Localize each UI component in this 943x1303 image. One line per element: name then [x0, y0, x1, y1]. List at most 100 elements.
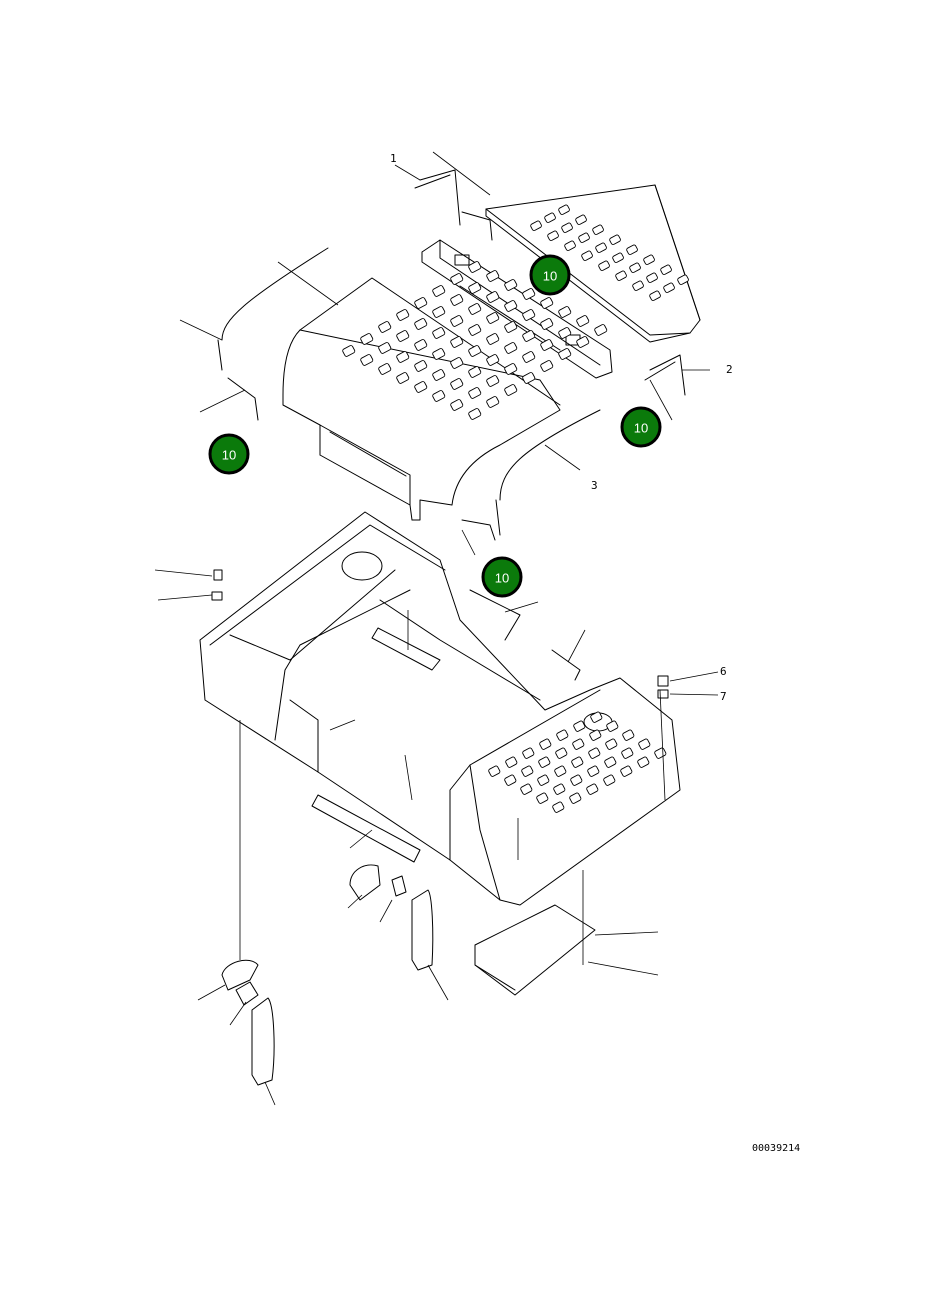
grille-hole [558, 348, 572, 360]
grille-hole [504, 321, 518, 333]
grille-hole [589, 729, 602, 741]
grille-hole [486, 396, 500, 408]
grille-hole [663, 282, 675, 293]
grille-hole [555, 747, 568, 759]
grille-hole [638, 738, 651, 750]
grille-hole [522, 330, 536, 342]
grille-hole [414, 360, 428, 372]
grille-hole [378, 342, 392, 354]
grille-hole [573, 720, 586, 732]
grille-hole [414, 339, 428, 351]
lower-housing-body [199, 511, 681, 906]
grille-hole [603, 774, 616, 786]
grille-hole [620, 765, 633, 777]
grille-hole [629, 262, 641, 273]
grille-hole [632, 280, 644, 291]
callout-1[interactable]: 10 [529, 254, 571, 296]
grille-hole [594, 324, 608, 336]
ref-number-3: 3 [591, 479, 598, 492]
grille-hole [598, 260, 610, 271]
leader-lines [154, 151, 719, 1106]
top-right-cover-panel [485, 184, 701, 343]
grille-hole [432, 390, 446, 402]
grille-hole [486, 291, 500, 303]
callout-2[interactable]: 10 [620, 406, 662, 448]
grille-hole [558, 327, 572, 339]
grille-hole [396, 351, 410, 363]
grille-hole [576, 315, 590, 327]
grille-hole [396, 372, 410, 384]
grille-hole [604, 756, 617, 768]
grille-hole [552, 801, 565, 813]
grille-hole [569, 792, 582, 804]
grille-hole [486, 375, 500, 387]
grille-hole [539, 738, 552, 750]
grille-hole [586, 783, 599, 795]
grille-hole [414, 318, 428, 330]
grille-hole [505, 756, 518, 768]
ref-number-6: 6 [720, 665, 727, 678]
grille-hole [432, 369, 446, 381]
grille-hole [521, 765, 534, 777]
grille-hole [588, 747, 601, 759]
grille-hole [615, 270, 627, 281]
grille-hole [564, 240, 576, 251]
grille-hole [540, 318, 554, 330]
grille-hole [626, 244, 638, 255]
top-right-bracket-rail [421, 239, 613, 379]
grille-hole [536, 792, 549, 804]
grille-hole [553, 783, 566, 795]
grille-hole [450, 378, 464, 390]
grille-hole [432, 306, 446, 318]
grille-hole [450, 273, 464, 285]
callout-3[interactable]: 10 [208, 433, 250, 475]
grille-hole [396, 309, 410, 321]
grille-hole [592, 224, 604, 235]
grille-hole [378, 321, 392, 333]
grille-hole [432, 285, 446, 297]
grille-hole [558, 306, 572, 318]
grille-hole [450, 315, 464, 327]
grille-hole [504, 363, 518, 375]
grille-hole [677, 274, 689, 285]
grille-hole [450, 399, 464, 411]
grille-hole [486, 270, 500, 282]
grille-hole [556, 729, 569, 741]
grille-hole [486, 354, 500, 366]
grille-hole [578, 232, 590, 243]
grille-hole [581, 250, 593, 261]
main-top-cover [282, 261, 608, 521]
grille-hole [522, 747, 535, 759]
grille-hole [654, 747, 667, 759]
seal-strips [217, 169, 686, 541]
ref-number-7: 7 [720, 690, 727, 703]
grille-hole [342, 345, 356, 357]
grille-hole [360, 354, 374, 366]
grille-hole [414, 381, 428, 393]
grille-hole [504, 300, 518, 312]
callout-4[interactable]: 10 [481, 556, 523, 598]
grille-hole [540, 297, 554, 309]
grille-hole [378, 363, 392, 375]
grille-hole [432, 327, 446, 339]
grille-hole [522, 372, 536, 384]
ref-number-2: 2 [726, 363, 733, 376]
grille-hole [558, 204, 570, 215]
grille-hole [432, 348, 446, 360]
grille-hole [360, 333, 374, 345]
grille-hole [646, 272, 658, 283]
grille-hole [612, 252, 624, 263]
grille-hole [468, 366, 482, 378]
grille-hole [504, 279, 518, 291]
grille-hole [504, 774, 517, 786]
grille-hole [522, 351, 536, 363]
grille-hole [486, 312, 500, 324]
grille-hole [540, 339, 554, 351]
grille-hole [537, 774, 550, 786]
grille-hole [622, 729, 635, 741]
grille-hole [468, 324, 482, 336]
grille-hole [576, 336, 590, 348]
grille-hole [504, 342, 518, 354]
reference-numbers: 1 2 3 6 7 [390, 152, 733, 703]
